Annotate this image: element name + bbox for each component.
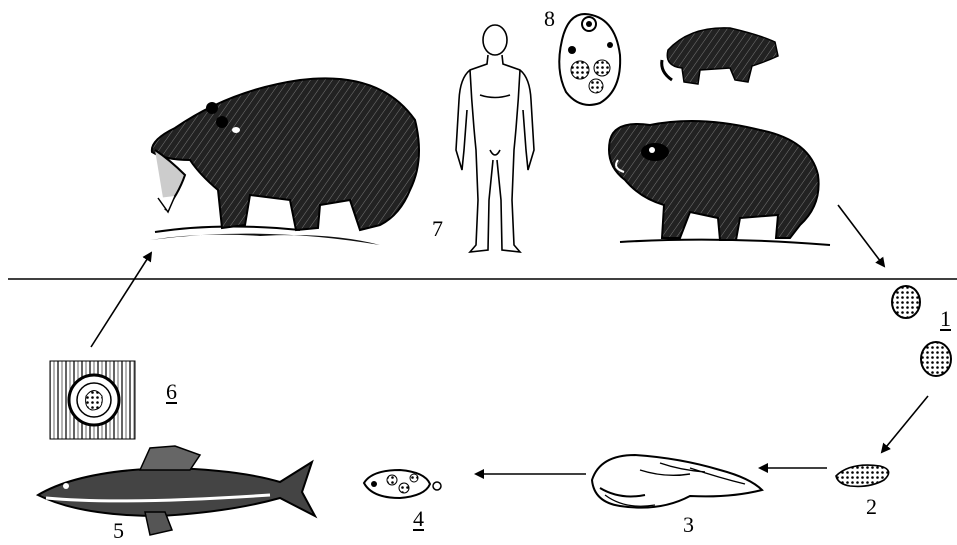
raccoon-dog-icon — [609, 121, 830, 245]
label-5: 5 — [113, 520, 124, 542]
wolf-icon — [662, 28, 778, 84]
bear-icon — [150, 78, 419, 245]
label-3: 3 — [683, 514, 694, 536]
label-4: 4 — [413, 508, 424, 530]
egg-icon — [892, 286, 951, 376]
fish-icon — [38, 446, 315, 535]
label-6: 6 — [166, 381, 177, 403]
label-2: 2 — [866, 496, 877, 518]
arrow-metacercaria-to-host — [91, 253, 151, 347]
label-8: 8 — [544, 8, 555, 30]
cercaria-icon — [364, 470, 441, 498]
adult-fluke-icon — [559, 14, 620, 105]
arrow-egg-to-miracidium — [882, 396, 928, 452]
label-7: 7 — [432, 218, 443, 240]
miracidium-icon — [836, 465, 889, 486]
metacercaria-icon — [50, 361, 135, 439]
snail-icon — [592, 455, 762, 508]
human-icon — [456, 25, 534, 252]
label-1: 1 — [940, 308, 951, 330]
arrow-host-to-egg — [838, 205, 884, 266]
